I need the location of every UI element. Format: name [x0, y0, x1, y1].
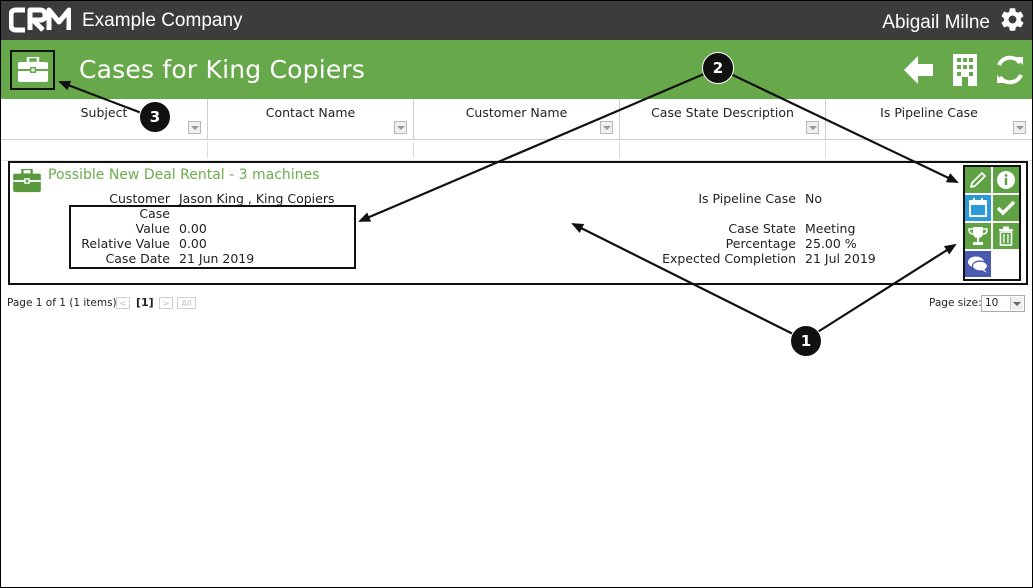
annotation-badge-3: 3 — [139, 101, 171, 133]
column-label: Contact Name — [265, 105, 356, 120]
top-bar: Example Company Abigail Milne — [1, 1, 1032, 40]
page-size-select[interactable]: 10 — [981, 295, 1025, 312]
filter-input-is-pipeline[interactable] — [826, 142, 1032, 158]
back-arrow-icon[interactable] — [901, 53, 935, 87]
highlight-box — [69, 205, 356, 269]
case-type-button[interactable] — [10, 50, 55, 90]
column-case-state-description[interactable]: Case State Description — [620, 99, 826, 139]
edit-icon[interactable] — [965, 167, 991, 193]
page-title: Cases for King Copiers — [79, 55, 366, 84]
expected-completion-value: 21 Jul 2019 — [805, 251, 876, 266]
briefcase-icon — [18, 57, 48, 82]
value-value: 0.00 — [179, 221, 207, 236]
column-label: Subject — [80, 105, 128, 120]
calendar-icon[interactable] — [965, 195, 991, 221]
info-icon[interactable] — [993, 167, 1019, 193]
filter-input-customer-name[interactable] — [414, 142, 620, 158]
case-title-link[interactable]: Possible New Deal Rental - 3 machines — [48, 167, 320, 183]
filter-dropdown-icon[interactable] — [394, 121, 407, 134]
field-label: Percentage — [725, 236, 796, 251]
briefcase-icon — [13, 169, 41, 193]
percentage-value: 25.00 % — [805, 236, 857, 251]
pager-current-page[interactable]: [1] — [136, 296, 154, 309]
filter-dropdown-icon[interactable] — [188, 121, 201, 134]
field-label: Expected Completion — [662, 251, 796, 266]
building-icon[interactable] — [949, 53, 983, 87]
case-state-value: Meeting — [805, 221, 856, 236]
chat-icon[interactable] — [965, 251, 991, 277]
filter-input-subject[interactable] — [1, 142, 208, 158]
filter-row — [1, 140, 1032, 161]
record-actions — [963, 165, 1021, 281]
relative-value-value: 0.00 — [179, 236, 207, 251]
pager-next-button[interactable]: > — [159, 297, 173, 309]
company-name: Example Company — [82, 10, 243, 31]
trophy-icon[interactable] — [965, 223, 991, 249]
column-customer-name[interactable]: Customer Name — [414, 99, 620, 139]
user-name[interactable]: Abigail Milne — [882, 12, 990, 33]
filter-input-case-state[interactable] — [620, 142, 826, 158]
chevron-down-icon — [1010, 297, 1023, 310]
filter-dropdown-icon[interactable] — [1013, 121, 1026, 134]
annotation-badge-2: 2 — [702, 52, 734, 84]
field-label: Customer — [109, 191, 170, 206]
page-size-label: Page size: — [929, 297, 982, 309]
page-size-value: 10 — [985, 297, 999, 309]
trash-icon[interactable] — [993, 223, 1019, 249]
field-label: Value — [135, 221, 170, 236]
column-is-pipeline-case[interactable]: Is Pipeline Case — [826, 99, 1032, 139]
filter-dropdown-icon[interactable] — [806, 121, 819, 134]
field-label: Case Date — [105, 251, 170, 266]
case-date-value: 21 Jun 2019 — [179, 251, 255, 266]
column-label: Case State Description — [651, 105, 794, 120]
is-pipeline-value: No — [805, 191, 822, 206]
pager-all-button[interactable]: All — [177, 297, 196, 309]
crm-logo[interactable] — [9, 7, 71, 33]
field-label: Case — [139, 206, 170, 221]
filter-input-contact-name[interactable] — [208, 142, 414, 158]
customer-value: Jason King , King Copiers — [179, 191, 335, 206]
column-label: Is Pipeline Case — [880, 105, 978, 120]
filter-dropdown-icon[interactable] — [600, 121, 613, 134]
column-contact-name[interactable]: Contact Name — [208, 99, 414, 139]
field-label: Relative Value — [81, 236, 170, 251]
gear-icon[interactable] — [999, 6, 1026, 33]
column-label: Customer Name — [465, 105, 568, 120]
annotation-badge-1: 1 — [790, 325, 822, 357]
checkmark-icon[interactable] — [993, 195, 1019, 221]
field-label: Is Pipeline Case — [698, 191, 796, 206]
page-header: Cases for King Copiers — [1, 40, 1032, 99]
column-subject[interactable]: Subject — [1, 99, 208, 139]
refresh-icon[interactable] — [993, 53, 1027, 87]
pager-prev-button[interactable]: < — [116, 297, 130, 309]
field-label: Case State — [728, 221, 796, 236]
pager-summary: Page 1 of 1 (1 items) — [7, 297, 117, 309]
case-record-card[interactable]: Possible New Deal Rental - 3 machines Cu… — [8, 161, 1028, 285]
